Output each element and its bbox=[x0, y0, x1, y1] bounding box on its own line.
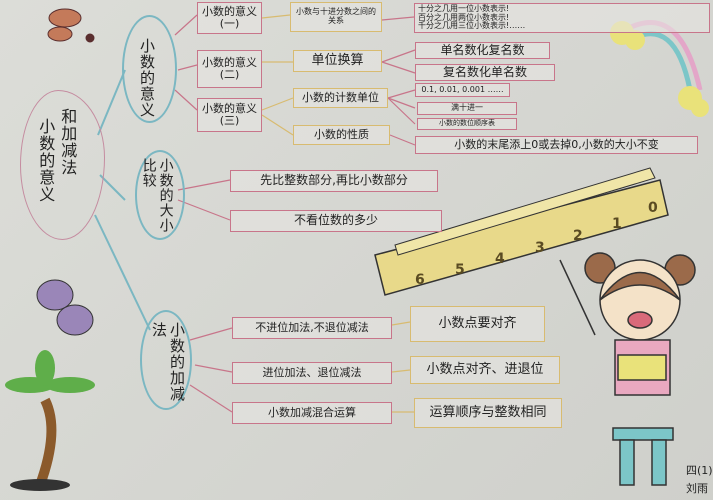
method-1: 不进位加法,不退位减法 bbox=[232, 317, 392, 339]
rule-2: 小数点对齐、进退位 bbox=[410, 356, 560, 384]
girl-illustration bbox=[559, 252, 696, 486]
branch-add-subtract bbox=[140, 310, 192, 410]
method-3: 小数加减混合运算 bbox=[232, 402, 392, 424]
rule-thousandths: 千分之几用三位小数表示!…… bbox=[418, 21, 526, 31]
conversion-2: 复名数化单名数 bbox=[415, 64, 555, 81]
ruler-illustration bbox=[374, 167, 669, 296]
ruler-number: 5 bbox=[455, 262, 465, 278]
ruler-number: 2 bbox=[573, 228, 583, 244]
method-2: 进位加法、退位减法 bbox=[232, 362, 392, 384]
rule-1: 小数点要对齐 bbox=[410, 306, 545, 342]
palm-tree-icon bbox=[5, 350, 95, 491]
signature-class: 四(1) bbox=[686, 464, 713, 477]
central-topic bbox=[20, 90, 105, 240]
central-topic-line2: 和加减法 bbox=[58, 108, 78, 176]
meaning-1: 小数的意义(一) bbox=[197, 2, 262, 34]
butterfly-icon bbox=[36, 279, 94, 336]
rule-3: 运算顺序与整数相同 bbox=[414, 398, 562, 428]
place-value-table: 小数的数位顺序表 bbox=[417, 118, 517, 130]
ruler-number: 1 bbox=[612, 216, 622, 232]
branch-add-subtract-label: 小数的加减法 bbox=[150, 322, 186, 402]
branch-compare-label: 小数的大小比较 bbox=[140, 158, 174, 233]
branch-meaning bbox=[122, 15, 177, 123]
branch-compare bbox=[135, 150, 185, 240]
ruler-number: 3 bbox=[535, 240, 545, 256]
meaning-3: 小数的意义(三) bbox=[197, 98, 262, 132]
ruler-number: 4 bbox=[495, 251, 505, 267]
meaning-2: 小数的意义(二) bbox=[197, 50, 262, 88]
ruler-number: 0 bbox=[648, 200, 658, 216]
signature-name: 刘雨 bbox=[686, 482, 708, 495]
property-rule: 小数的末尾添上0或去掉0,小数的大小不变 bbox=[415, 136, 698, 154]
rule-hundredths: 百分之几用两位小数表示! bbox=[418, 12, 510, 22]
branch-meaning-label: 小数的意义 bbox=[138, 38, 156, 118]
rule-tenths: 十分之几用一位小数表示! bbox=[418, 3, 510, 13]
compare-rule-1: 先比整数部分,再比小数部分 bbox=[230, 170, 438, 192]
fraction-rules: 十分之几用一位小数表示! 百分之几用两位小数表示! 千分之几用三位小数表示!…… bbox=[414, 3, 710, 33]
decimal-fraction-relation: 小数与十进分数之间的关系 bbox=[290, 2, 382, 32]
central-topic-line1: 小数的意义 bbox=[36, 118, 56, 203]
units-list: 0.1, 0.01, 0.001 …… bbox=[415, 83, 510, 97]
compare-rule-2: 不看位数的多少 bbox=[230, 210, 442, 232]
counting-units: 小数的计数单位 bbox=[293, 88, 388, 108]
ruler-number: 6 bbox=[415, 272, 425, 288]
unit-conversion: 单位换算 bbox=[293, 50, 382, 72]
decimal-property: 小数的性质 bbox=[293, 125, 390, 145]
ten-carry: 满十进一 bbox=[417, 102, 517, 115]
stones-icon bbox=[47, 8, 95, 43]
conversion-1: 单名数化复名数 bbox=[415, 42, 550, 59]
